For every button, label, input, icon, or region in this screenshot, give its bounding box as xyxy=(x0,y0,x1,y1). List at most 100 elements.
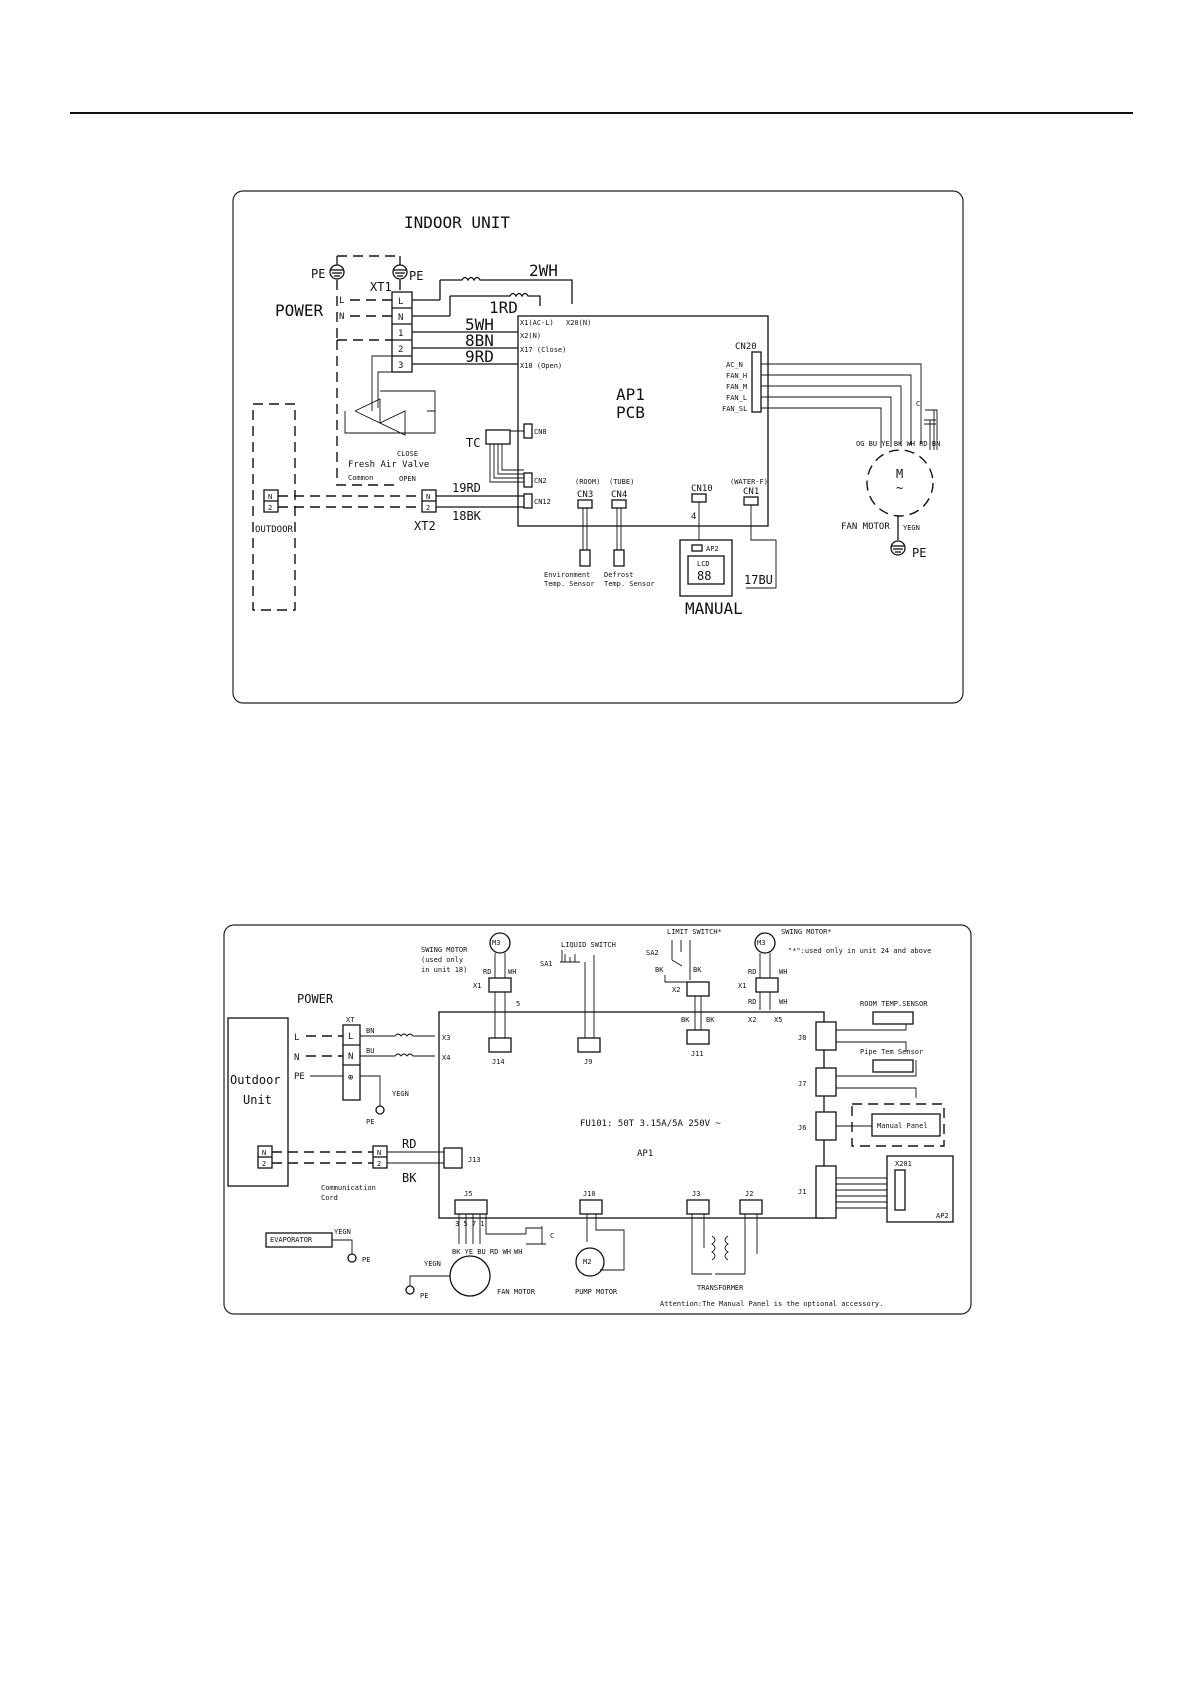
diagram-label: J9 xyxy=(584,1058,592,1066)
diagram-label: X20(N) xyxy=(566,319,591,327)
diagram-label: X1(AC-L) xyxy=(520,319,554,327)
pe-label-left: PE xyxy=(311,267,325,281)
valve-common-label: Common xyxy=(348,474,373,482)
diagram-label: Temp. Sensor xyxy=(604,580,655,588)
diagram-label: J7 xyxy=(798,1080,806,1088)
diagram-label: WH xyxy=(779,968,787,976)
diagram2-frame xyxy=(223,924,972,1315)
wire-8bn: 8BN xyxy=(465,331,494,350)
cn4-connector xyxy=(611,499,627,509)
diagram-label: L xyxy=(294,1033,299,1043)
diagram-label: 4 xyxy=(691,512,696,522)
cn10-connector xyxy=(691,493,707,503)
comm-terminal-block xyxy=(372,1145,388,1169)
diagram-label: 2 xyxy=(268,504,272,512)
wire-2wh: 2WH xyxy=(529,261,558,280)
pcb-title-pcb: PCB xyxy=(616,403,645,422)
diagram-label: X5 xyxy=(774,1016,782,1024)
diagram-label: 2 xyxy=(426,504,430,512)
diagram-label: J5 xyxy=(464,1190,472,1198)
evaporator-box xyxy=(265,1232,333,1248)
diagram-label: SWING MOTOR* xyxy=(781,928,832,936)
diagram-label: CN10 xyxy=(691,484,713,494)
diagram-label: M2 xyxy=(583,1258,591,1266)
diagram-label: CN8 xyxy=(534,428,547,436)
diagram-label: FAN_L xyxy=(726,394,747,402)
diagram-label: BK xyxy=(655,966,664,974)
diagram-label: 2 xyxy=(262,1160,266,1168)
cn1-connector xyxy=(743,496,759,506)
diagram-label: X2 xyxy=(672,986,680,994)
diagram-label: X201 xyxy=(895,1160,912,1168)
diagram-label: LCD xyxy=(697,560,710,568)
diagram-label: "*":used only in unit 24 and above xyxy=(788,947,931,955)
diagram-label: WH xyxy=(514,1248,522,1256)
diagram-label: ~ xyxy=(896,481,903,495)
diagram-label: (TUBE) xyxy=(609,478,634,486)
attention-note: Attention:The Manual Panel is the option… xyxy=(660,1300,883,1308)
ground-symbol-motor xyxy=(890,540,906,556)
ground-symbol-right xyxy=(392,256,408,280)
diagram-label: BK xyxy=(402,1171,417,1185)
pump-motor-m2 xyxy=(575,1247,605,1277)
diagram-label: L xyxy=(339,296,344,306)
diagram-label: AP2 xyxy=(706,545,719,553)
pcb-ap1 xyxy=(517,315,769,527)
pipe-temp-sensor xyxy=(872,1059,914,1073)
diagram-label: X1 xyxy=(473,982,481,990)
diagram-label: 3 5 7 1 xyxy=(455,1220,485,1228)
diagram-label: CN12 xyxy=(534,498,551,506)
diagram-label: Unit xyxy=(243,1093,272,1107)
wire-5wh: 5WH xyxy=(465,315,494,334)
diagram-label: J6 xyxy=(798,1124,806,1132)
diagram-label: Cord xyxy=(321,1194,338,1202)
diagram-label: (WATER-F) xyxy=(730,478,768,486)
motor-wire-colors: OG BU YE BK WH RD BN xyxy=(856,440,940,448)
wire-18bk: 18BK xyxy=(452,509,482,523)
diagram-label: J13 xyxy=(468,1156,481,1164)
diagram-label: PE xyxy=(420,1292,428,1300)
wire-1rd: 1RD xyxy=(489,298,518,317)
diagram-label: BK xyxy=(693,966,702,974)
j9-connector xyxy=(577,1037,601,1053)
diagram-label: (ROOM) xyxy=(575,478,600,486)
diagram-label: M3 xyxy=(492,939,500,947)
diagram-label: N xyxy=(268,493,272,501)
xt1-label: XT1 xyxy=(370,280,392,294)
diagram-label: FAN_SL xyxy=(722,405,747,413)
fan-motor-label: FAN MOTOR xyxy=(841,522,890,532)
diagram-label: Pipe Tem Sensor xyxy=(860,1048,923,1056)
diagram-label: N xyxy=(377,1149,381,1157)
top-rule xyxy=(70,112,1133,114)
fan-motor xyxy=(866,449,934,517)
j8-connector xyxy=(815,1021,837,1051)
diagram-label: LIMIT SWITCH* xyxy=(667,928,722,936)
diagram-label: AC_N xyxy=(726,361,743,369)
j5-connector xyxy=(454,1199,488,1215)
diagram-label: RD xyxy=(402,1137,416,1151)
j2-connector xyxy=(739,1199,763,1215)
diagram-label: M3 xyxy=(757,939,765,947)
cn8-connector xyxy=(523,423,533,439)
diagram-label: AP2 xyxy=(936,1212,949,1220)
diagram-label: TRANSFORMER xyxy=(697,1284,744,1292)
j3-connector xyxy=(686,1199,710,1215)
diagram-label: 3 xyxy=(398,361,403,371)
diagram-label: N xyxy=(398,313,403,323)
diagram-label: ROOM TEMP.SENSOR xyxy=(860,1000,928,1008)
wire-9rd: 9RD xyxy=(465,347,494,366)
diagram-label: M xyxy=(896,467,903,481)
diagram-label: Manual Panel xyxy=(877,1122,928,1130)
j14-connector xyxy=(488,1037,512,1053)
j10-connector xyxy=(579,1199,603,1215)
diagram-label: SWING MOTOR xyxy=(421,946,468,954)
diagram-label: SA1 xyxy=(540,960,553,968)
defrost-temp-sensor xyxy=(613,549,625,567)
diagram-label: C xyxy=(550,1232,554,1240)
diagram-label: RD xyxy=(748,998,756,1006)
diagram-label: J14 xyxy=(492,1058,505,1066)
lcd-digits: 88 xyxy=(697,569,711,583)
diagram-label: YEGN xyxy=(392,1090,409,1098)
diagram-label: LIQUID SWITCH xyxy=(561,941,616,949)
wire-17bu: 17BU xyxy=(744,573,773,587)
